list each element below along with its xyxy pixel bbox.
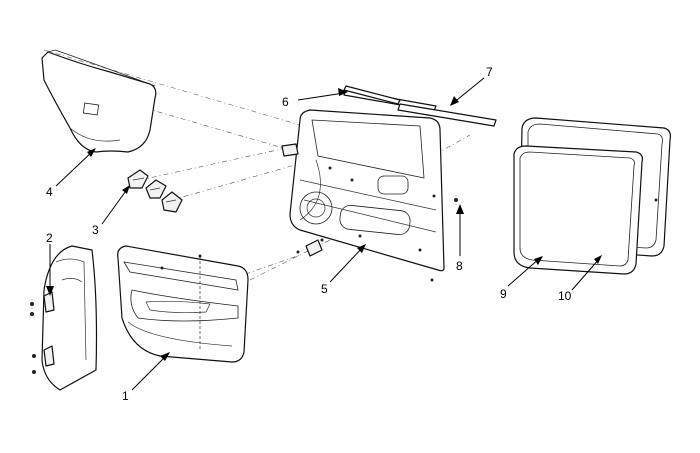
leader-4 [55, 149, 95, 187]
callout-labels: 1 2 3 4 5 6 7 8 9 10 [46, 65, 572, 403]
door-frame [281, 109, 445, 272]
callout-1: 1 [122, 389, 129, 403]
callout-2: 2 [46, 231, 53, 245]
door-insulator-pad [41, 49, 157, 153]
trim-covers [127, 169, 183, 213]
door-weatherstrip-inner [513, 145, 643, 275]
callout-9: 9 [500, 287, 507, 301]
leader-1 [131, 353, 169, 391]
leader-5 [329, 245, 365, 283]
leader-7 [451, 77, 485, 105]
body-hinge-area [30, 245, 98, 391]
callout-4: 4 [46, 185, 53, 199]
belt-weatherstrip-outer [343, 85, 497, 127]
callout-10: 10 [558, 289, 572, 303]
leader-3 [101, 187, 129, 225]
frame-clips [296, 198, 458, 282]
leader-10 [571, 257, 601, 291]
callout-8: 8 [456, 259, 463, 273]
callout-7: 7 [486, 65, 493, 79]
leader-lines [46, 77, 602, 391]
leader-6 [297, 92, 345, 101]
callout-6: 6 [282, 95, 289, 109]
callout-3: 3 [92, 223, 99, 237]
callout-5: 5 [321, 282, 328, 296]
leader-9 [507, 257, 541, 287]
door-trim-panel [117, 245, 249, 363]
